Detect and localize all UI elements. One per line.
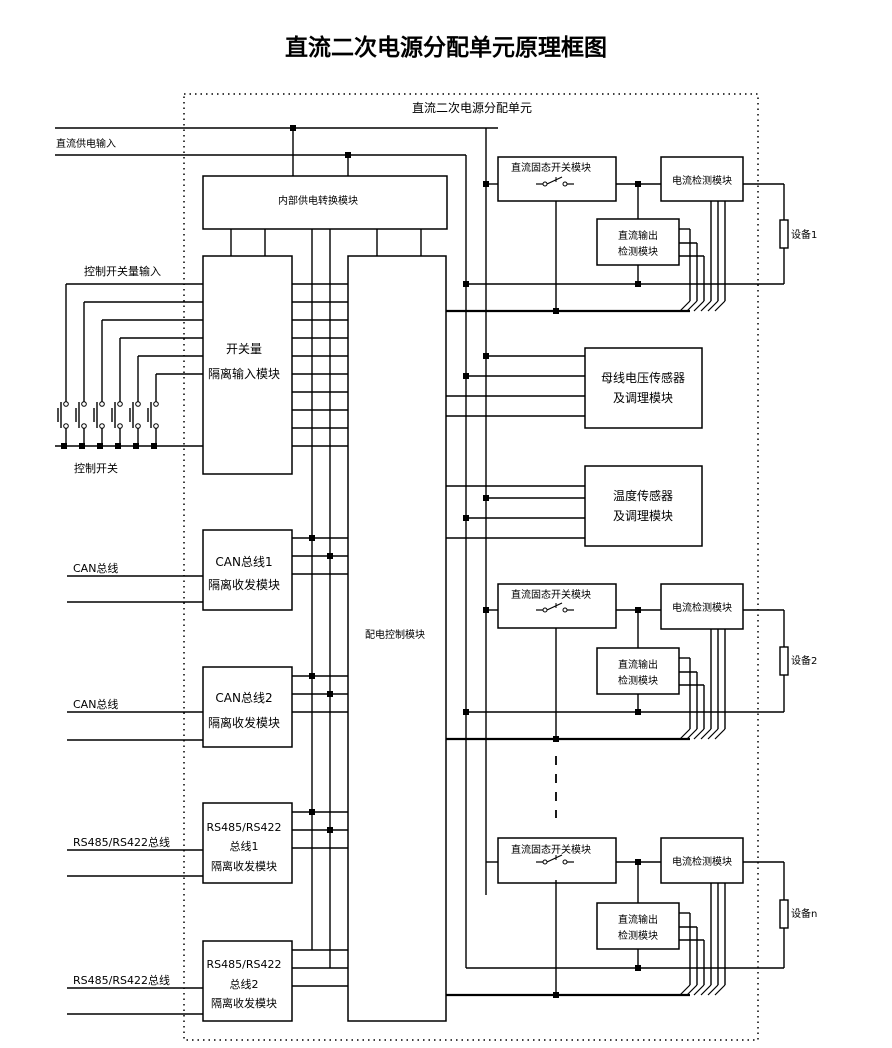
rs2-label-line3: 隔离收发模块	[211, 996, 277, 1010]
current-box-1	[660, 156, 744, 202]
ssr-box-2	[497, 583, 617, 629]
bus-voltage-label-line2: 及调理模块	[613, 391, 673, 405]
device-load-1	[779, 219, 789, 249]
output-detect-label-1a: 直流输出	[618, 229, 658, 242]
output-detect-label-nb: 检测模块	[618, 929, 658, 942]
rs-bus-label-2: RS485/RS422总线	[73, 973, 170, 987]
can-bus-label-1: CAN总线	[73, 561, 118, 575]
ssr-switch-symbol-2	[536, 602, 574, 611]
bus-voltage-module	[584, 347, 703, 429]
switch-input-label-line1: 开关量	[226, 342, 262, 356]
controller-module	[347, 255, 447, 1022]
can-bus-label-2: CAN总线	[73, 697, 118, 711]
rs1-label-line3: 隔离收发模块	[211, 859, 277, 873]
rs2-module	[202, 940, 293, 1022]
can2-module	[202, 666, 293, 748]
switch-contacts	[63, 181, 568, 865]
current-detect-label-1: 电流检测模块	[672, 174, 732, 187]
junction-dots	[61, 125, 641, 998]
rs1-label-line2: 总线1	[230, 839, 259, 853]
diagram-labels: 直流二次电源分配单元 直流供电输入 控制开关量输入 控制开关 CAN总线 CAN…	[56, 101, 817, 1010]
diagram-lines	[55, 93, 789, 1041]
output-detect-box-1	[596, 218, 680, 266]
unit-boundary	[183, 93, 759, 1041]
controller-label: 配电控制模块	[365, 628, 425, 641]
output-detect-label-2a: 直流输出	[618, 658, 658, 671]
temperature-label-line2: 及调理模块	[613, 509, 673, 523]
dc-supply-input-label: 直流供电输入	[56, 137, 116, 150]
ssr-label-n: 直流固态开关模块	[511, 843, 591, 856]
switch-input-module	[202, 255, 293, 475]
internal-power-module	[202, 175, 448, 230]
ssr-label-1: 直流固态开关模块	[511, 161, 591, 174]
internal-power-label: 内部供电转换模块	[278, 194, 358, 207]
page-title: 直流二次电源分配单元原理框图	[285, 34, 607, 61]
can1-label-line1: CAN总线1	[215, 555, 272, 569]
control-switch-input-label: 控制开关量输入	[84, 264, 161, 278]
device-load-n	[779, 899, 789, 929]
device-label-1: 设备1	[791, 228, 817, 241]
output-detect-label-2b: 检测模块	[618, 674, 658, 687]
current-box-n	[660, 837, 744, 884]
temperature-module	[584, 465, 703, 547]
can2-label-line2: 隔离收发模块	[208, 715, 280, 730]
can2-label-line1: CAN总线2	[215, 691, 272, 705]
rs1-module	[202, 802, 293, 884]
device-load-2	[779, 646, 789, 676]
current-detect-label-n: 电流检测模块	[672, 855, 732, 868]
current-box-2	[660, 583, 744, 630]
control-switch-label: 控制开关	[74, 461, 118, 475]
ssr-switch-symbol-1	[536, 176, 574, 185]
can1-module	[202, 529, 293, 611]
device-label-2: 设备2	[791, 654, 817, 667]
current-detect-label-2: 电流检测模块	[672, 601, 732, 614]
output-detect-box-n	[596, 902, 680, 950]
rs2-label-line1: RS485/RS422	[207, 958, 282, 971]
rs-bus-label-1: RS485/RS422总线	[73, 835, 170, 849]
ssr-box-1	[497, 156, 617, 202]
output-detect-label-na: 直流输出	[618, 913, 658, 926]
output-detect-label-1b: 检测模块	[618, 245, 658, 258]
unit-label: 直流二次电源分配单元	[412, 101, 532, 115]
device-label-n: 设备n	[791, 907, 817, 920]
ssr-label-2: 直流固态开关模块	[511, 588, 591, 601]
switch-input-label-line2: 隔离输入模块	[208, 366, 280, 381]
ssr-box-n	[497, 837, 617, 884]
ssr-switch-symbol-n	[536, 854, 574, 863]
rs1-label-line1: RS485/RS422	[207, 821, 282, 834]
can1-label-line2: 隔离收发模块	[208, 577, 280, 592]
temperature-label-line1: 温度传感器	[613, 488, 673, 503]
rs2-label-line2: 总线2	[230, 977, 259, 991]
output-detect-box-2	[596, 647, 680, 695]
bus-voltage-label-line1: 母线电压传感器	[601, 370, 685, 385]
